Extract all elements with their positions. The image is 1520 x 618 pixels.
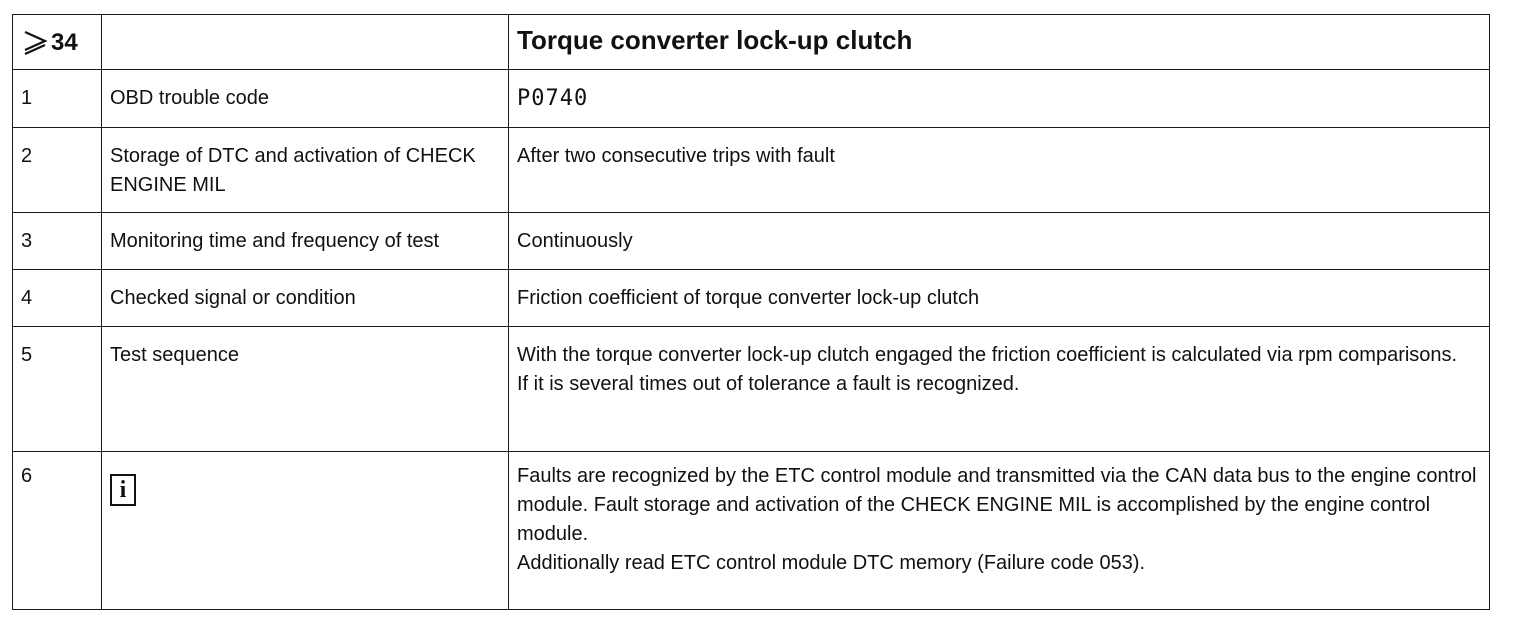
row-label: OBD trouble code bbox=[101, 69, 509, 128]
chevron-right-icon bbox=[24, 30, 48, 56]
row-number: 3 bbox=[12, 212, 102, 270]
row-number: 2 bbox=[12, 127, 102, 213]
info-icon: i bbox=[110, 474, 136, 506]
table-row: 5 Test sequence With the torque converte… bbox=[12, 326, 1490, 452]
page-title: Torque converter lock-up clutch bbox=[517, 25, 913, 55]
row-number: 6 bbox=[12, 451, 102, 610]
title-cell: Torque converter lock-up clutch bbox=[508, 14, 1490, 70]
row-value: P0740 bbox=[508, 69, 1490, 128]
spec-table: 34 Torque converter lock-up clutch 1 OBD… bbox=[12, 14, 1490, 610]
obd-code: P0740 bbox=[517, 85, 589, 111]
row-value: Continuously bbox=[508, 212, 1490, 270]
row-label: Monitoring time and frequency of test bbox=[101, 212, 509, 270]
table-row: 1 OBD trouble code P0740 bbox=[12, 69, 1490, 128]
value-line: If it is several times out of tolerance … bbox=[517, 373, 1020, 395]
row-label: Checked signal or condition bbox=[101, 269, 509, 327]
table-row: 4 Checked signal or condition Friction c… bbox=[12, 269, 1490, 327]
row-number: 5 bbox=[12, 326, 102, 452]
table-header-row: 34 Torque converter lock-up clutch bbox=[12, 14, 1490, 70]
table-row: 2 Storage of DTC and activation of CHECK… bbox=[12, 127, 1490, 213]
row-value: With the torque converter lock-up clutch… bbox=[508, 326, 1490, 452]
row-number: 4 bbox=[12, 269, 102, 327]
value-line: Faults are recognized by the ETC control… bbox=[517, 465, 1477, 545]
table-row: 3 Monitoring time and frequency of test … bbox=[12, 212, 1490, 270]
row-number: 1 bbox=[12, 69, 102, 128]
header-blank-cell bbox=[101, 14, 509, 70]
value-line: Additionally read ETC control module DTC… bbox=[517, 552, 1146, 574]
row-value: Friction coefficient of torque converter… bbox=[508, 269, 1490, 327]
row-label: Storage of DTC and activation of CHECK E… bbox=[101, 127, 509, 213]
table-row: 6 i Faults are recognized by the ETC con… bbox=[12, 451, 1490, 610]
section-cell: 34 bbox=[12, 14, 102, 70]
row-label: i bbox=[101, 451, 509, 610]
section-number: 34 bbox=[51, 28, 78, 56]
row-value: Faults are recognized by the ETC control… bbox=[508, 451, 1490, 610]
value-line: With the torque converter lock-up clutch… bbox=[517, 344, 1458, 366]
row-label: Test sequence bbox=[101, 326, 509, 452]
row-value: After two consecutive trips with fault bbox=[508, 127, 1490, 213]
